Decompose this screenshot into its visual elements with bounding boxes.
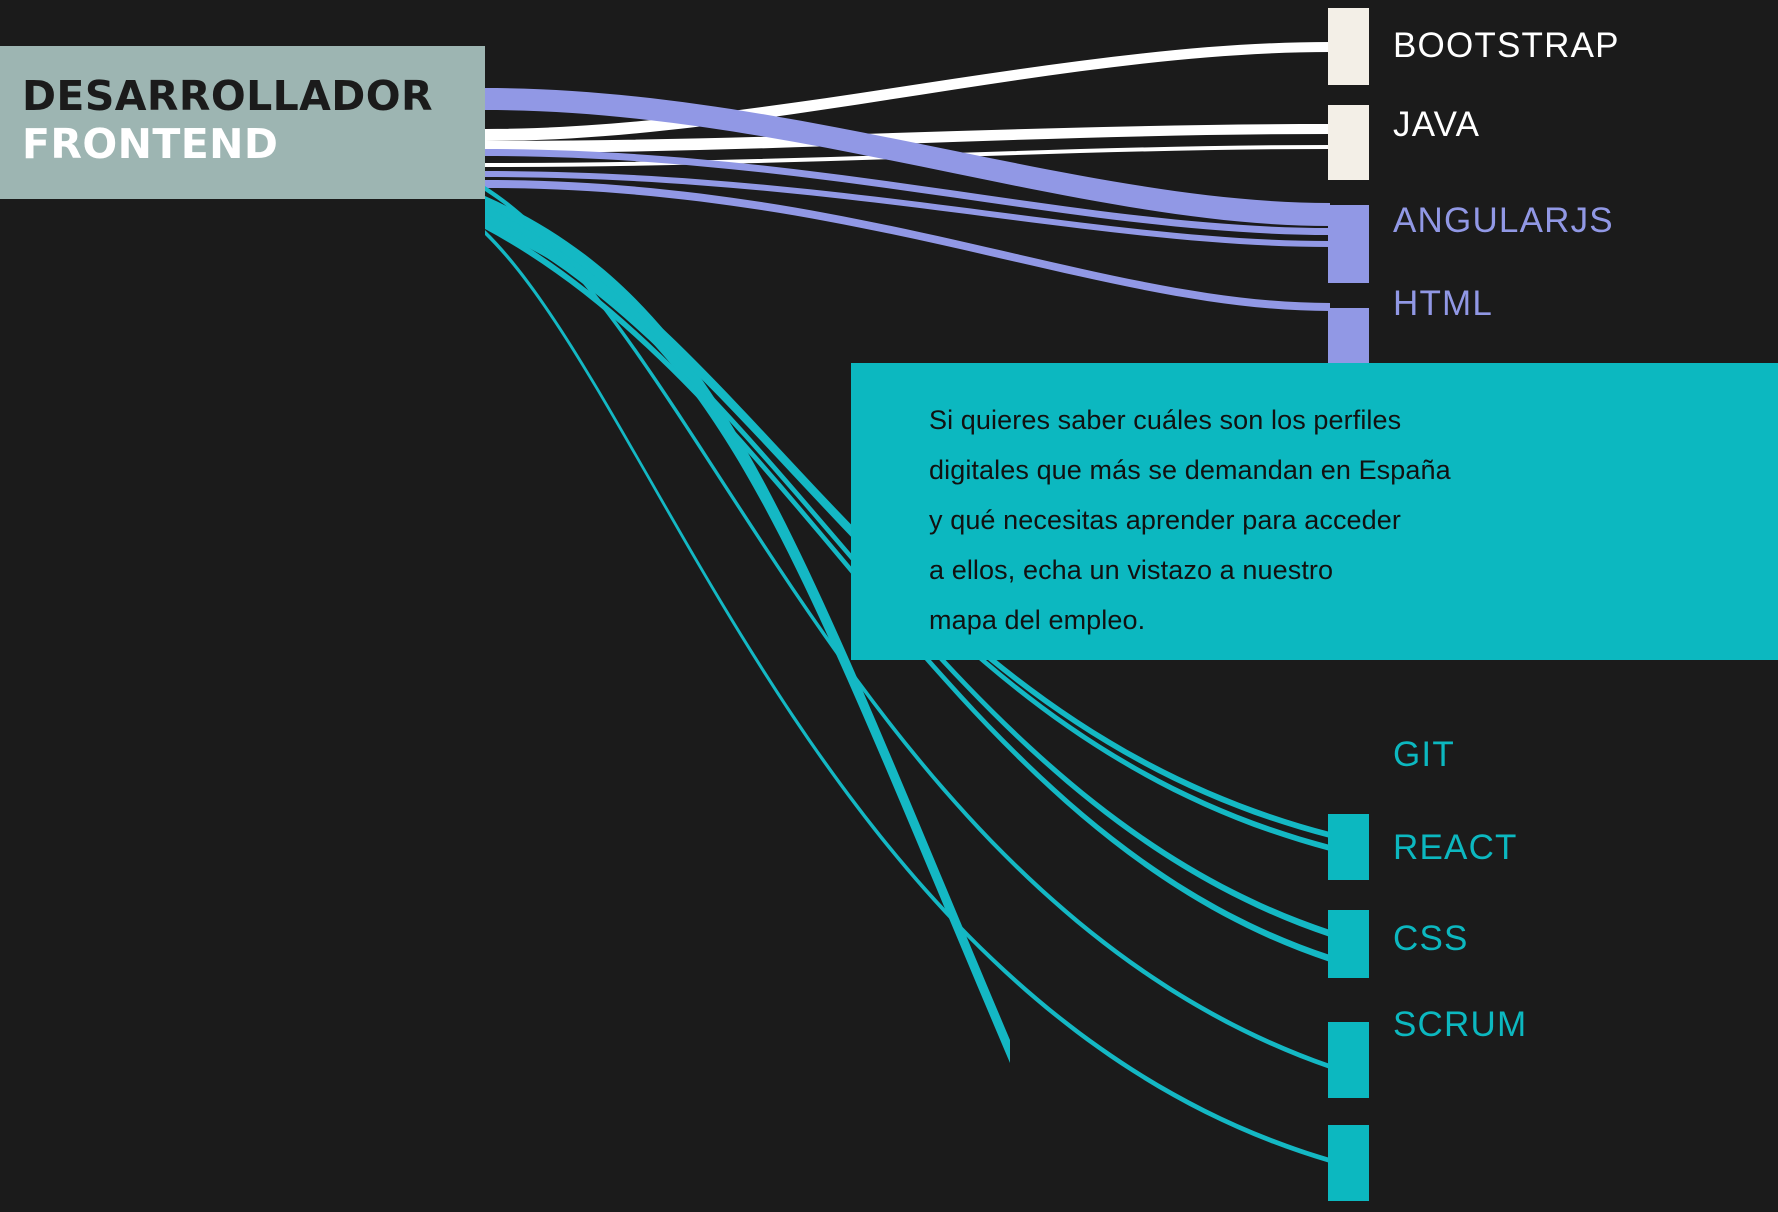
callout-line-5: mapa del empleo. <box>929 605 1146 635</box>
node-label-git[interactable]: GIT <box>1393 735 1455 774</box>
node-bar-react[interactable] <box>1328 910 1369 978</box>
node-label-bootstrap[interactable]: BOOTSTRAP <box>1393 26 1620 65</box>
link-frontend-angularjs-1 <box>485 88 1330 226</box>
node-label-css[interactable]: CSS <box>1393 919 1469 958</box>
source-node-block[interactable]: DESARROLLADOR FRONTEND <box>0 46 485 199</box>
node-label-angularjs[interactable]: ANGULARJS <box>1393 201 1614 240</box>
node-bar-bootstrap[interactable] <box>1328 8 1369 85</box>
link-frontend-angularjs-2 <box>485 149 1330 235</box>
callout-line-4: a ellos, echa un vistazo a nuestro <box>929 555 1334 585</box>
node-bar-git[interactable] <box>1328 814 1369 880</box>
node-bar-scrum[interactable] <box>1328 1125 1369 1201</box>
node-bar-angularjs[interactable] <box>1328 205 1369 283</box>
callout-line-3: y qué necesitas aprender para acceder <box>929 505 1401 535</box>
link-frontend-java-1 <box>485 124 1330 153</box>
callout-box: Si quieres saber cuáles son los perfiles… <box>851 363 1778 660</box>
callout-line-1: Si quieres saber cuáles son los perfiles <box>929 405 1402 435</box>
node-label-scrum[interactable]: SCRUM <box>1393 1005 1528 1044</box>
node-label-html[interactable]: HTML <box>1393 284 1494 323</box>
source-title-line-2: FRONTEND <box>22 120 279 169</box>
link-frontend-git-2 <box>485 207 1330 851</box>
source-title-line-1: DESARROLLADOR <box>22 72 433 120</box>
node-bar-java[interactable] <box>1328 105 1369 180</box>
node-bar-css[interactable] <box>1328 1022 1369 1098</box>
node-label-react[interactable]: REACT <box>1393 828 1518 867</box>
link-frontend-angularjs-3 <box>485 171 1330 247</box>
node-label-java[interactable]: JAVA <box>1393 105 1481 144</box>
link-frontend-html <box>485 180 1330 311</box>
callout-line-2: digitales que más se demandan en España <box>929 455 1451 485</box>
